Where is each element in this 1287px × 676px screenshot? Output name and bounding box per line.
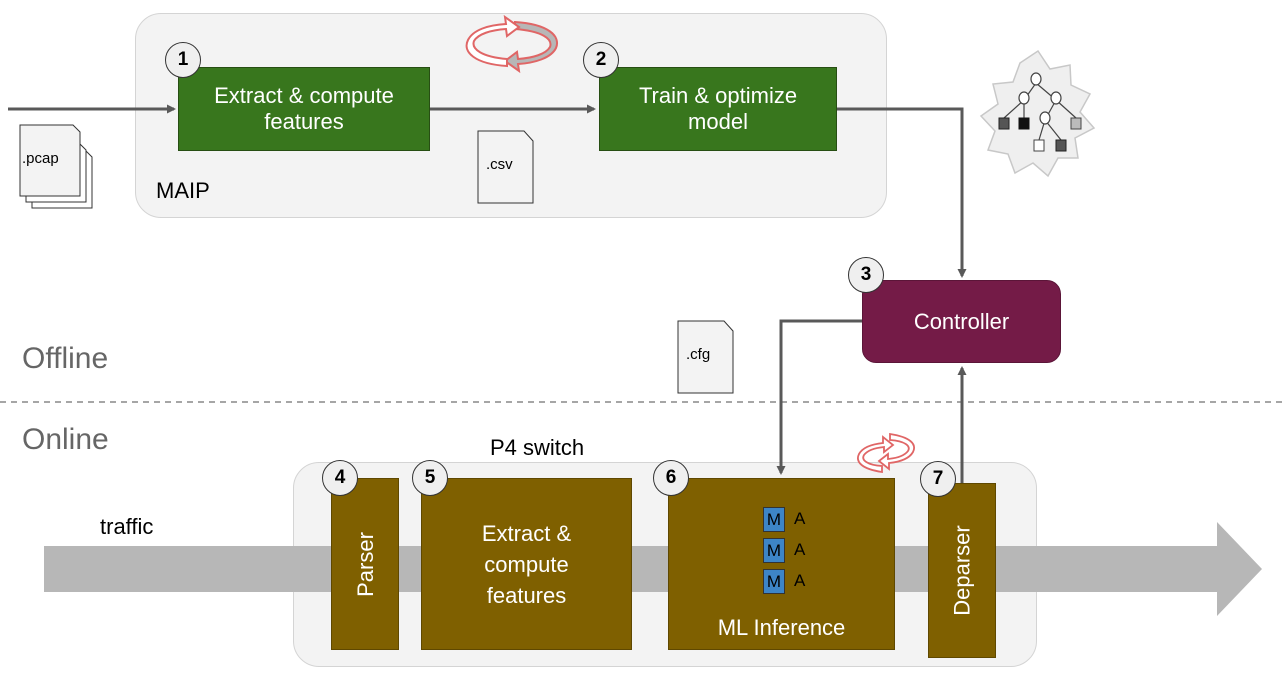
decision-tree-icon (979, 49, 1096, 178)
controller-box: Controller (862, 280, 1061, 363)
switch-extract-features-box: Extract & compute features (421, 478, 632, 650)
match-cell-3: M (763, 569, 785, 594)
csv-file-icon (477, 130, 534, 204)
traffic-label: traffic (100, 514, 154, 539)
step-badge-2: 2 (583, 42, 619, 78)
parser-box: Parser (331, 478, 399, 650)
extract-features-label-line1: Extract & compute (214, 83, 394, 108)
step-badge-1: 1 (165, 42, 201, 78)
train-model-box: Train & optimize model (599, 67, 837, 151)
step-badge-6: 6 (653, 460, 689, 496)
step-badge-7: 7 (920, 461, 956, 497)
pcap-file-label: .pcap (22, 150, 59, 167)
action-cell-3: A (794, 571, 806, 590)
pcap-file-icon (19, 124, 93, 209)
controller-to-inference-arrow (776, 319, 862, 475)
action-cell-1: A (794, 509, 806, 528)
update-cycle-icon (857, 432, 915, 474)
switch-extract-label-line1: Extract & (481, 520, 572, 546)
deparser-label: Deparser (949, 525, 975, 616)
model-to-controller-arrow (837, 107, 967, 278)
extract-features-label-line2: features (264, 109, 344, 134)
step-badge-3: 3 (848, 257, 884, 293)
switch-extract-label-line2: compute (484, 551, 569, 577)
match-cell-2: M (763, 538, 785, 563)
training-cycle-icon (465, 14, 559, 74)
cfg-file-icon (677, 320, 734, 394)
ml-inference-label: ML Inference (717, 615, 846, 640)
cfg-file-label: .cfg (686, 346, 711, 363)
deparser-box: Deparser (928, 483, 996, 658)
match-cell-1: M (763, 507, 785, 532)
offline-label: Offline (22, 342, 109, 375)
switch-extract-label-line3: features (486, 582, 567, 608)
maip-label: MAIP (156, 178, 210, 203)
csv-file-label: .csv (486, 156, 513, 173)
step-badge-5: 5 (412, 460, 448, 496)
train-model-label-line1: Train & optimize (638, 83, 798, 108)
p4-switch-label: P4 switch (490, 435, 585, 460)
train-model-label-line2: model (688, 109, 748, 134)
step-badge-4: 4 (322, 460, 358, 496)
parser-label: Parser (352, 531, 378, 597)
traffic-arrow (44, 522, 1262, 616)
ml-inference-box: ML Inference (668, 478, 895, 650)
online-label: Online (22, 423, 109, 456)
action-cell-2: A (794, 540, 806, 559)
extract-features-box: Extract & compute features (178, 67, 430, 151)
